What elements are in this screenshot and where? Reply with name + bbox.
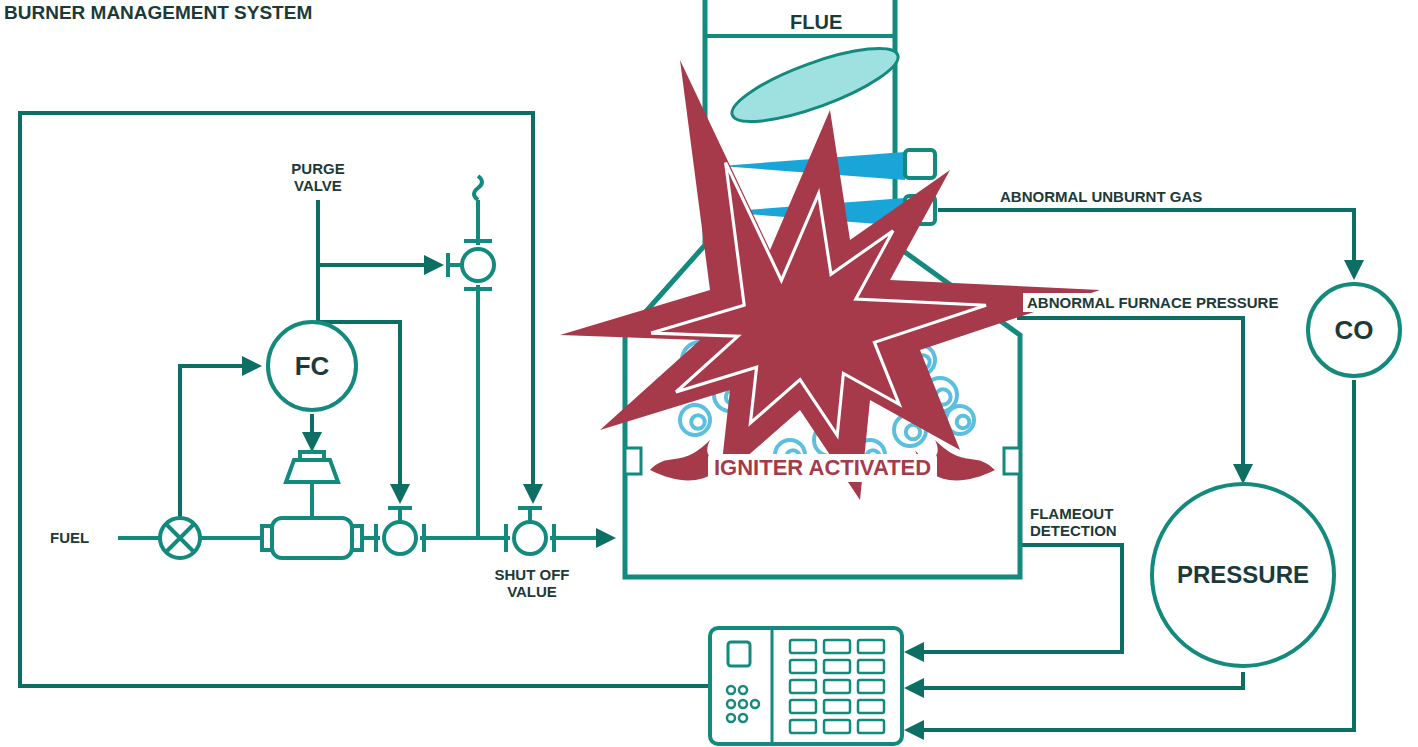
controller [710,628,902,744]
controller-display [790,640,884,733]
display-cell [824,700,850,713]
display-cell [824,680,850,693]
drawing-part [286,460,338,482]
signal-connector [1017,318,1243,480]
instrument-label: FC [295,351,330,382]
display-cell [858,660,884,673]
pressure-signal [908,672,1243,688]
drawing-part [384,522,416,554]
knob [727,700,735,708]
instrument-label: CO [1335,315,1374,346]
signal-label: FLAMEOUT DETECTION [1030,505,1130,539]
vent-signal [318,263,440,267]
pipe [200,536,262,540]
pipe [420,536,510,540]
knob [739,686,747,694]
display-cell [858,700,884,713]
display-cell [824,660,850,673]
display-cell [824,640,850,653]
display-cell [790,640,816,653]
vent-pipe [476,285,480,538]
display-cell [790,700,816,713]
knob [739,700,747,708]
flue-rim [705,34,895,38]
controller-housing [710,628,902,744]
diagram-title: BURNER MANAGEMENT SYSTEM [4,2,312,24]
instrument-circle: FC [266,320,358,412]
controller-port [728,642,750,666]
gas-cloud-curl [957,416,970,429]
display-cell [790,660,816,673]
controller-divider [771,630,774,742]
flow-meter [160,518,200,558]
knob [727,686,735,694]
drawing-part [166,524,194,552]
gas-cloud-curl [906,425,920,439]
knob [739,714,747,722]
drawing-part [300,452,324,460]
purge-valve-symbol [376,508,424,554]
gas-cloud [680,405,710,435]
signal-lines [20,113,1354,730]
furnace-label: IGNITER ACTIVATED [708,454,937,482]
furnace-outline [620,0,1025,582]
drawing-part [272,518,352,558]
fc-output [310,414,314,448]
shutoff-signal [20,113,712,686]
explosion [560,60,1100,500]
drawing-part [448,253,462,277]
display-cell [858,680,884,693]
display-cell [858,640,884,653]
drawing-part [388,508,412,522]
drawing-part [310,482,314,518]
burner-nozzle [625,448,641,474]
drawing-part [160,518,200,558]
drawing-part [518,508,542,522]
control-valve [262,452,362,558]
connector-label: ABNORMAL FURNACE PRESSURE [1023,293,1282,312]
furnace: IGNITER ACTIVATED [620,0,1025,582]
drawing-part [514,522,546,554]
knob [727,714,735,722]
pipe [550,536,612,540]
valve-label: PURGE VALVE [280,160,356,194]
display-cell [790,680,816,693]
valve-label: SHUT OFF VALUE [490,566,574,600]
unburnt-gas-signal [938,210,1354,276]
instrument-label: PRESSURE [1177,561,1309,589]
display-cell [790,720,816,733]
instrument-circle: PRESSURE [1150,482,1336,668]
explosion-inner [651,163,986,436]
pipe [118,536,160,540]
display-cell [824,720,850,733]
line-label: FUEL [50,529,89,546]
fuel-pipe [118,176,612,538]
gas-cloud-curl [691,415,705,429]
flow-signal [180,366,258,518]
shutoff-valve-symbol [506,508,554,554]
flame-detector [1004,448,1020,474]
drawing-part [462,249,494,281]
signal-label: ABNORMAL UNBURNT GAS [1000,188,1202,205]
display-cell [858,720,884,733]
flue-label: FLUE [787,14,845,31]
controller-knobs [727,686,759,722]
knob [751,700,759,708]
flue-damper [725,34,905,136]
vent-valve-symbol [448,241,494,289]
instrument-circle: CO [1306,282,1402,378]
vent-pipe [474,176,482,245]
gas-sensor [905,150,935,178]
